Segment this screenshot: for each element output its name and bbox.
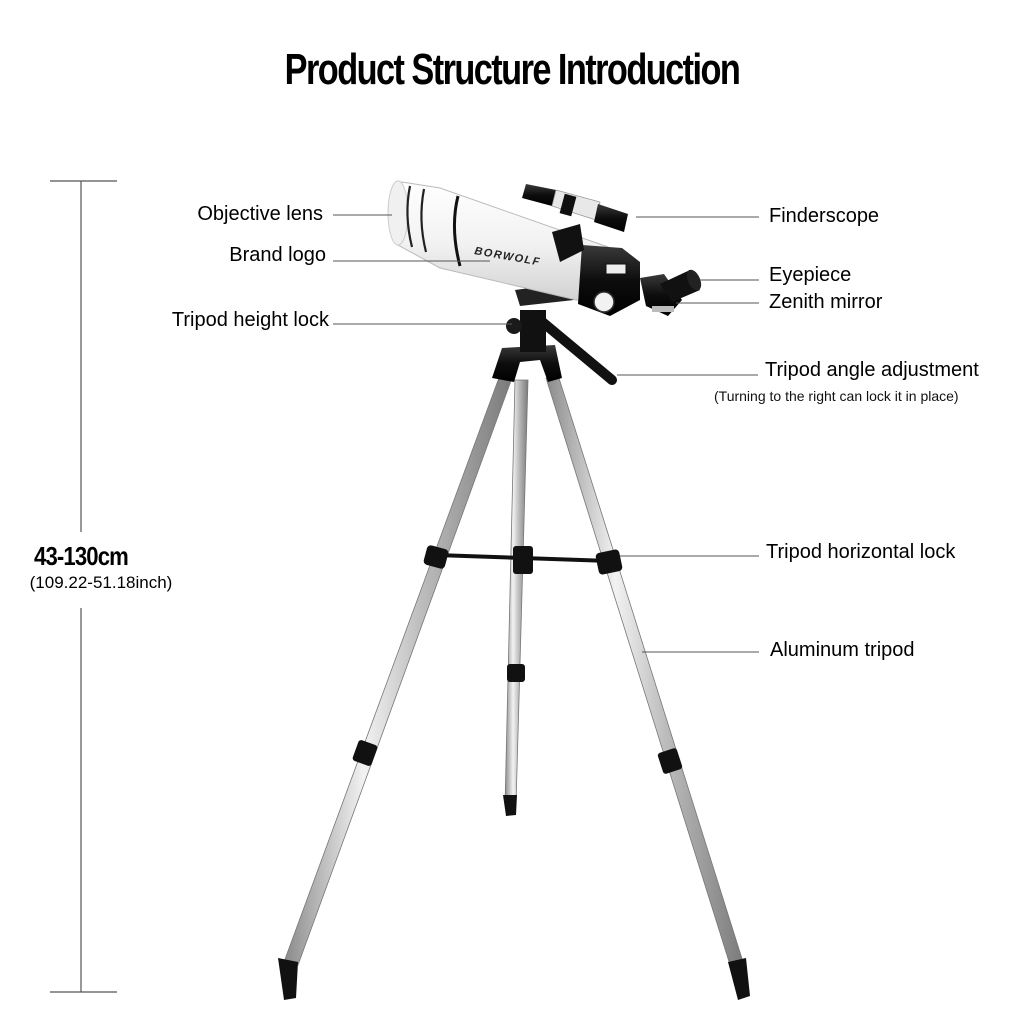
tripod-horizontal-lock-part — [423, 545, 623, 575]
tripod-angle-handle — [535, 315, 617, 385]
label-aluminum-tripod: Aluminum tripod — [770, 639, 915, 661]
height-range-inches: (109.22-51.18inch) — [29, 573, 173, 592]
label-brand-logo: Brand logo — [229, 244, 326, 266]
label-tripod-angle-note: (Turning to the right can lock it in pla… — [714, 388, 959, 404]
label-zenith-mirror: Zenith mirror — [769, 291, 883, 313]
finderscope-part — [522, 184, 628, 262]
label-eyepiece: Eyepiece — [769, 264, 852, 286]
zenith-mirror-part — [640, 269, 702, 316]
label-finderscope: Finderscope — [769, 205, 880, 227]
label-objective-lens: Objective lens — [197, 203, 323, 225]
aluminum-tripod — [278, 374, 750, 1000]
height-dimension-line — [50, 180, 117, 993]
label-tripod-height-lock: Tripod height lock — [171, 309, 329, 331]
leader-lines — [333, 214, 759, 653]
tripod-height-lock-knob — [506, 318, 522, 334]
label-tripod-angle-adjustment: Tripod angle adjustment — [765, 359, 979, 381]
label-tripod-horizontal-lock: Tripod horizontal lock — [766, 541, 956, 563]
telescope-tube: BORWOLF — [387, 180, 640, 316]
height-range-cm: 43-130cm — [34, 541, 129, 571]
page-title: Product Structure Introduction — [284, 45, 741, 94]
